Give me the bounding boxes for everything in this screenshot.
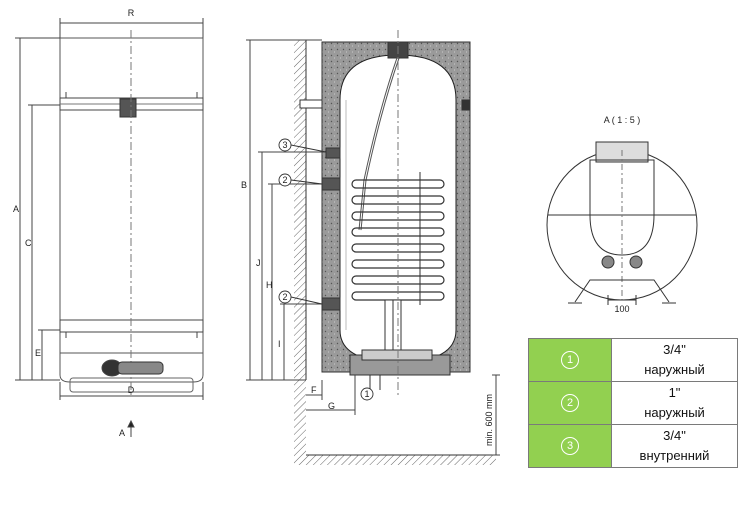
legend-marker: 1 bbox=[561, 351, 579, 369]
legend-key: 3 bbox=[528, 424, 612, 468]
legend-row: 3 3/4" внутренний bbox=[528, 424, 738, 468]
legend-thread: внутренний bbox=[639, 448, 710, 463]
dim-G: G bbox=[328, 401, 335, 411]
side-dimension-lines bbox=[246, 39, 500, 456]
connection-legend-table: 1 3/4" наружный 2 1" наружный 3 3/4" вну… bbox=[528, 338, 738, 468]
legend-row: 1 3/4" наружный bbox=[528, 338, 738, 382]
side-section-view bbox=[294, 30, 496, 465]
dim-min-600: min. 600 mm bbox=[484, 394, 494, 446]
dim-F: F bbox=[311, 385, 317, 395]
detail-title: A ( 1 : 5 ) bbox=[604, 115, 641, 125]
marker-1: 1 bbox=[364, 389, 369, 399]
legend-marker: 3 bbox=[561, 437, 579, 455]
marker-2-bottom: 2 bbox=[282, 292, 287, 302]
legend-marker: 2 bbox=[561, 394, 579, 412]
legend-thread: наружный bbox=[644, 362, 705, 377]
dim-H: H bbox=[266, 280, 273, 290]
dim-A: A bbox=[13, 204, 19, 214]
dim-I: I bbox=[278, 339, 281, 349]
legend-value: 3/4" внутренний bbox=[611, 424, 738, 468]
dim-D: D bbox=[128, 385, 135, 395]
view-arrow-label: A bbox=[119, 428, 125, 438]
dim-R: R bbox=[128, 8, 135, 18]
legend-value: 1" наружный bbox=[611, 381, 738, 425]
legend-key: 1 bbox=[528, 338, 612, 382]
legend-size: 3/4" bbox=[663, 428, 686, 443]
dim-C: C bbox=[25, 238, 32, 248]
legend-key: 2 bbox=[528, 381, 612, 425]
marker-3: 3 bbox=[282, 140, 287, 150]
legend-size: 1" bbox=[668, 385, 681, 400]
dim-J: J bbox=[256, 258, 261, 268]
detail-view bbox=[546, 141, 698, 305]
detail-width: 100 bbox=[614, 304, 629, 314]
front-view bbox=[15, 18, 204, 437]
dim-E: E bbox=[35, 348, 41, 358]
legend-row: 2 1" наружный bbox=[528, 381, 738, 425]
legend-value: 3/4" наружный bbox=[611, 338, 738, 382]
legend-size: 3/4" bbox=[663, 342, 686, 357]
marker-2-top: 2 bbox=[282, 175, 287, 185]
dim-B: B bbox=[241, 180, 247, 190]
legend-thread: наружный bbox=[644, 405, 705, 420]
connection-markers bbox=[278, 138, 374, 401]
